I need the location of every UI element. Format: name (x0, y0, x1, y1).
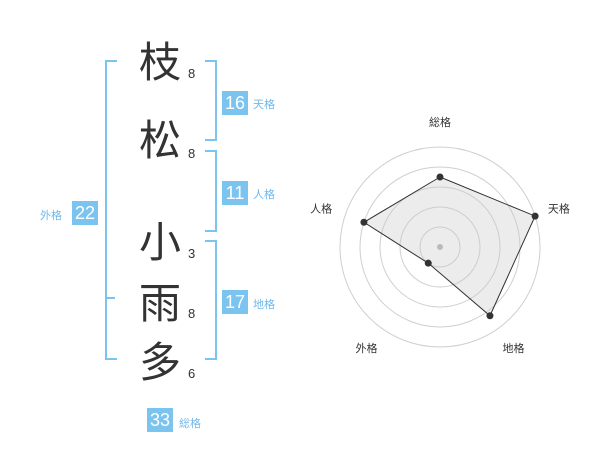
radar-ring (419, 226, 461, 268)
tenkaku-bracket (205, 60, 217, 141)
gaikaku-bracket-tick (105, 297, 115, 299)
tenkaku-label: 天格 (253, 98, 275, 111)
radar-center-dot (437, 244, 443, 250)
stroke-count-3: 3 (188, 246, 196, 261)
radar-axis-label-2: 天格 (548, 201, 570, 215)
radar-ring (379, 186, 501, 308)
radar-axis-label-5: 人格 (310, 201, 332, 215)
stroke-count-1: 8 (188, 66, 196, 81)
jinkaku-bracket (205, 150, 217, 232)
chikaku-value: 17 (222, 290, 248, 314)
soukaku-value: 33 (147, 408, 173, 432)
radar-point-1 (436, 173, 444, 181)
radar-point-2 (531, 212, 539, 220)
chikaku-bracket (205, 240, 217, 360)
gaikaku-value: 22 (72, 201, 98, 225)
radar-point-5 (360, 218, 368, 226)
stroke-count-5: 6 (188, 366, 196, 381)
radar-axis-label-4: 外格 (356, 341, 378, 355)
chikaku-label: 地格 (253, 298, 275, 311)
name-char-1: 枝 (138, 38, 181, 87)
stroke-count-4: 8 (188, 306, 196, 321)
jinkaku-value: 11 (222, 181, 248, 205)
jinkaku-label: 人格 (253, 188, 275, 201)
name-char-2: 松 (138, 116, 181, 165)
tenkaku-value: 16 (222, 91, 248, 115)
radar-point-4 (424, 259, 432, 267)
radar-axis-label-1: 総格 (429, 115, 451, 129)
name-char-4: 雨 (138, 279, 181, 328)
stroke-count-2: 8 (188, 146, 196, 161)
gaikaku-label: 外格 (40, 209, 62, 222)
radar-point-3 (486, 312, 494, 320)
radar-ring (399, 206, 481, 288)
name-char-5: 多 (138, 338, 181, 387)
gaikaku-bracket (105, 60, 117, 360)
radar-ring (359, 166, 521, 328)
name-char-3: 小 (138, 218, 181, 267)
soukaku-label: 総格 (179, 417, 201, 430)
radar-polygon (362, 176, 536, 317)
radar-axis-label-3: 地格 (502, 341, 524, 355)
